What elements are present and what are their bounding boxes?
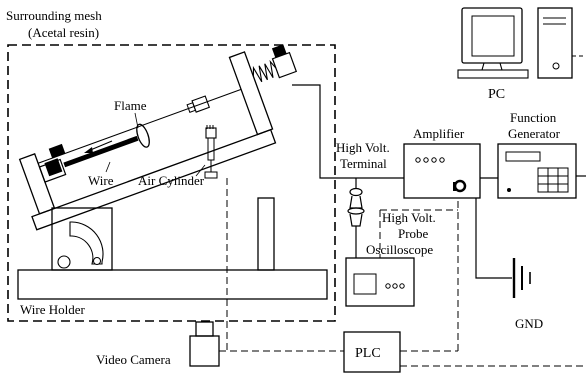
ground-symbol bbox=[475, 198, 531, 298]
flame-leader bbox=[134, 112, 139, 129]
oscilloscope bbox=[345, 257, 415, 307]
wire-feed-arrow bbox=[84, 140, 113, 153]
flame-ring bbox=[136, 123, 150, 148]
wire-holder-label: Wire Holder bbox=[20, 302, 85, 317]
tension-spring bbox=[252, 59, 277, 83]
air-cylinder-label: Air Cylinder bbox=[138, 173, 205, 188]
wire-leader bbox=[105, 161, 111, 173]
oscilloscope-label: Oscilloscope bbox=[366, 242, 433, 257]
pivot-pin bbox=[57, 255, 71, 269]
pc-label: PC bbox=[488, 87, 505, 102]
surrounding-mesh-label: Surrounding mesh bbox=[6, 8, 102, 23]
rear-support-post bbox=[257, 197, 275, 271]
pc-tower bbox=[537, 7, 573, 79]
amplifier-label: Amplifier bbox=[413, 126, 465, 141]
left-wire-clamp bbox=[44, 158, 63, 177]
hv-probe-label-line1: High Volt. bbox=[382, 210, 436, 225]
control-lines bbox=[219, 178, 586, 367]
wire-label: Wire bbox=[88, 173, 114, 188]
pivot-block bbox=[51, 207, 113, 271]
hv-cable bbox=[292, 84, 404, 188]
air-cylinder-leader bbox=[195, 164, 206, 177]
hv-terminal-label-line1: High Volt. bbox=[336, 140, 390, 155]
left-top-knob bbox=[48, 143, 66, 159]
hv-probe-label-line2: Probe bbox=[398, 226, 429, 241]
amplifier bbox=[403, 143, 481, 199]
plc-box bbox=[343, 331, 401, 373]
hv-probe bbox=[347, 187, 365, 258]
plc-label: PLC bbox=[355, 346, 381, 361]
pc-keyboard bbox=[457, 69, 529, 79]
flame-label: Flame bbox=[114, 98, 147, 113]
arc-lock-pin bbox=[93, 257, 101, 265]
pc-monitor bbox=[461, 7, 523, 64]
function-generator bbox=[497, 143, 577, 199]
guide-connector-cap bbox=[186, 102, 197, 113]
video-camera bbox=[189, 321, 220, 367]
hv-terminal-label-line2: Terminal bbox=[340, 156, 387, 171]
mesh-material-label: (Acetal resin) bbox=[28, 25, 99, 40]
function-generator-label-line2: Generator bbox=[508, 126, 561, 141]
gnd-label: GND bbox=[515, 316, 543, 331]
air-cylinder bbox=[204, 125, 218, 179]
tilted-holder-assembly bbox=[18, 44, 298, 231]
right-tension-knob bbox=[271, 44, 287, 58]
video-camera-label: Video Camera bbox=[96, 352, 171, 367]
right-end-plate bbox=[228, 51, 274, 136]
surrounding-mesh-boundary bbox=[7, 44, 336, 322]
pc-computer bbox=[457, 7, 573, 79]
pc-stand bbox=[481, 62, 503, 71]
pc-screen bbox=[471, 15, 515, 57]
wire bbox=[63, 135, 139, 168]
function-generator-label-line1: Function bbox=[510, 110, 557, 125]
holder-frame-bar bbox=[31, 128, 277, 231]
base-platform bbox=[17, 269, 328, 300]
